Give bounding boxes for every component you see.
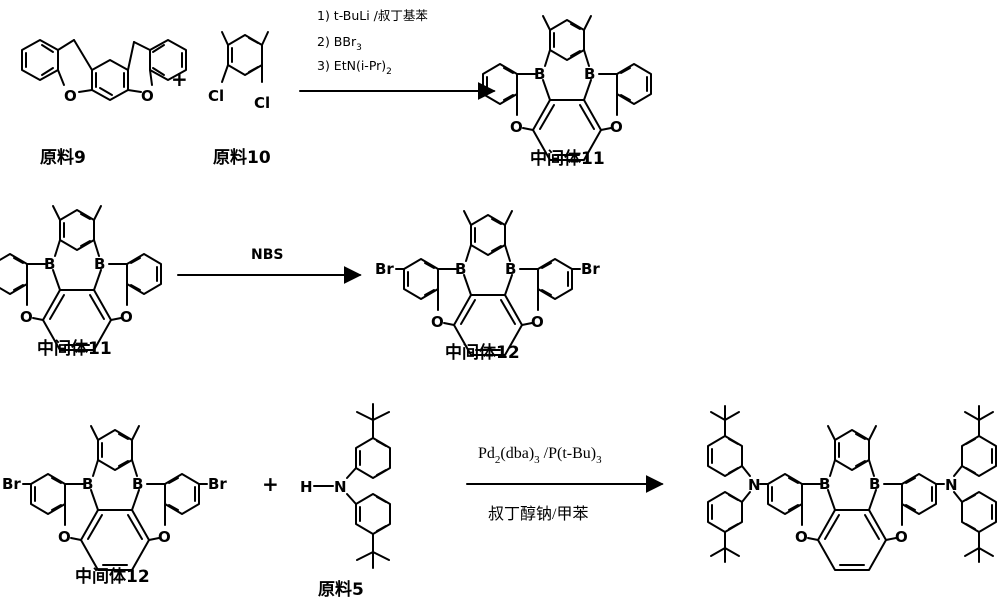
svg-text:O: O <box>895 528 908 546</box>
atom-cl: Cl <box>208 87 224 105</box>
reagent-nbs: NBS <box>251 247 283 263</box>
catalyst-system: Pd2(dba)3 /P(t-Bu)3 <box>478 445 602 466</box>
compound-intermediate-12-start: B B O O Br Br <box>2 426 227 570</box>
svg-text:B: B <box>82 475 93 493</box>
label-intermediate-11-start: 中间体11 <box>37 338 112 359</box>
atom-h: H <box>300 478 313 496</box>
svg-text:B: B <box>44 255 55 273</box>
atom-o: O <box>141 87 154 105</box>
svg-text:B: B <box>455 260 466 278</box>
svg-text:B: B <box>819 475 830 493</box>
compound-raw-material-9: O O <box>22 40 186 105</box>
svg-text:O: O <box>58 528 71 546</box>
label-intermediate-11: 中间体11 <box>530 148 605 169</box>
svg-text:O: O <box>610 118 623 136</box>
condition-1: 1) t-BuLi /叔丁基苯 <box>317 8 428 23</box>
svg-text:O: O <box>158 528 171 546</box>
compound-intermediate-12-product: B B O O Br Br <box>375 211 600 355</box>
svg-text:Br: Br <box>2 475 21 493</box>
svg-text:B: B <box>94 255 105 273</box>
plus-sign: + <box>262 472 279 496</box>
label-raw-material-9: 原料9 <box>40 147 86 168</box>
plus-sign: + <box>171 67 188 91</box>
compound-final-product: B B O O N N <box>708 406 996 570</box>
atom-n: N <box>334 478 347 496</box>
condition-2: 2) BBr3 <box>317 34 362 53</box>
svg-text:B: B <box>132 475 143 493</box>
svg-text:O: O <box>431 313 444 331</box>
svg-text:N: N <box>945 476 958 494</box>
svg-text:O: O <box>531 313 544 331</box>
svg-text:O: O <box>120 308 133 326</box>
svg-text:O: O <box>795 528 808 546</box>
label-intermediate-12-start: 中间体12 <box>75 566 150 587</box>
svg-text:O: O <box>20 308 33 326</box>
svg-text:B: B <box>505 260 516 278</box>
compound-raw-material-5: H N <box>300 404 390 568</box>
label-raw-material-10: 原料10 <box>213 147 271 168</box>
svg-text:Br: Br <box>208 475 227 493</box>
svg-text:B: B <box>584 65 595 83</box>
condition-3: 3) EtN(i-Pr)2 <box>317 58 392 77</box>
atom-br: Br <box>375 260 394 278</box>
svg-text:B: B <box>534 65 545 83</box>
compound-raw-material-10: Cl Cl <box>208 32 270 112</box>
compound-intermediate-11-product: B B O O <box>483 16 651 160</box>
svg-text:B: B <box>869 475 880 493</box>
svg-text:O: O <box>510 118 523 136</box>
compound-intermediate-11: B B O O <box>0 206 161 350</box>
atom-br: Br <box>581 260 600 278</box>
atom-o: O <box>64 87 77 105</box>
atom-cl: Cl <box>254 94 270 112</box>
label-intermediate-12: 中间体12 <box>445 342 520 363</box>
base-solvent: 叔丁醇钠/甲苯 <box>488 505 588 523</box>
label-raw-material-5: 原料5 <box>318 579 364 600</box>
